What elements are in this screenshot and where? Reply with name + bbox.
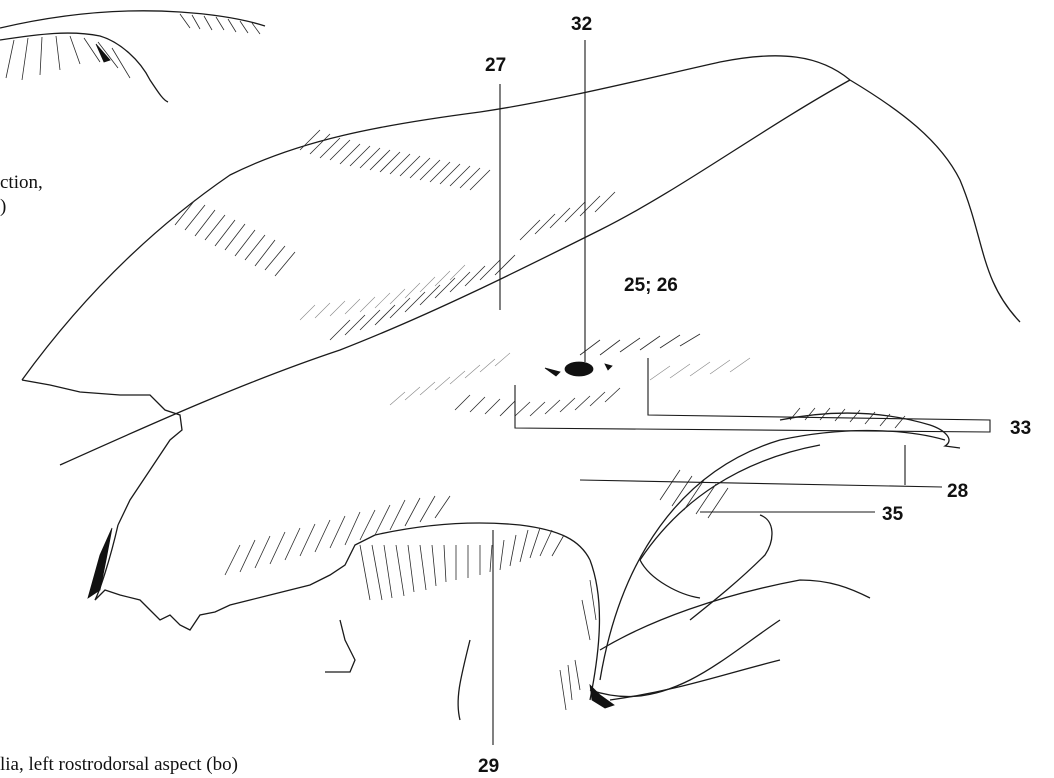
bottom-caption: lia, left rostrodorsal aspect (bo) xyxy=(0,754,238,775)
leader-28 xyxy=(580,480,942,487)
upper-caption-line1: ction, xyxy=(0,172,43,193)
label-29: 29 xyxy=(478,756,499,777)
figure-labels: 32 27 25; 26 33 28 35 29 xyxy=(478,14,1031,777)
adjacent-figure-fragment xyxy=(0,11,265,102)
label-33: 33 xyxy=(1010,418,1031,439)
label-35: 35 xyxy=(882,504,904,525)
label-32: 32 xyxy=(571,14,592,35)
label-27: 27 xyxy=(485,55,506,76)
label-25-26: 25; 26 xyxy=(624,275,678,296)
bone-outline xyxy=(22,56,1020,720)
caption-fragments: ction, ) lia, left rostrodorsal aspect (… xyxy=(0,172,238,775)
label-28: 28 xyxy=(947,481,968,502)
foramen-mark xyxy=(565,362,593,376)
upper-caption-line2: ) xyxy=(0,196,6,217)
shading-hatching xyxy=(175,130,905,710)
